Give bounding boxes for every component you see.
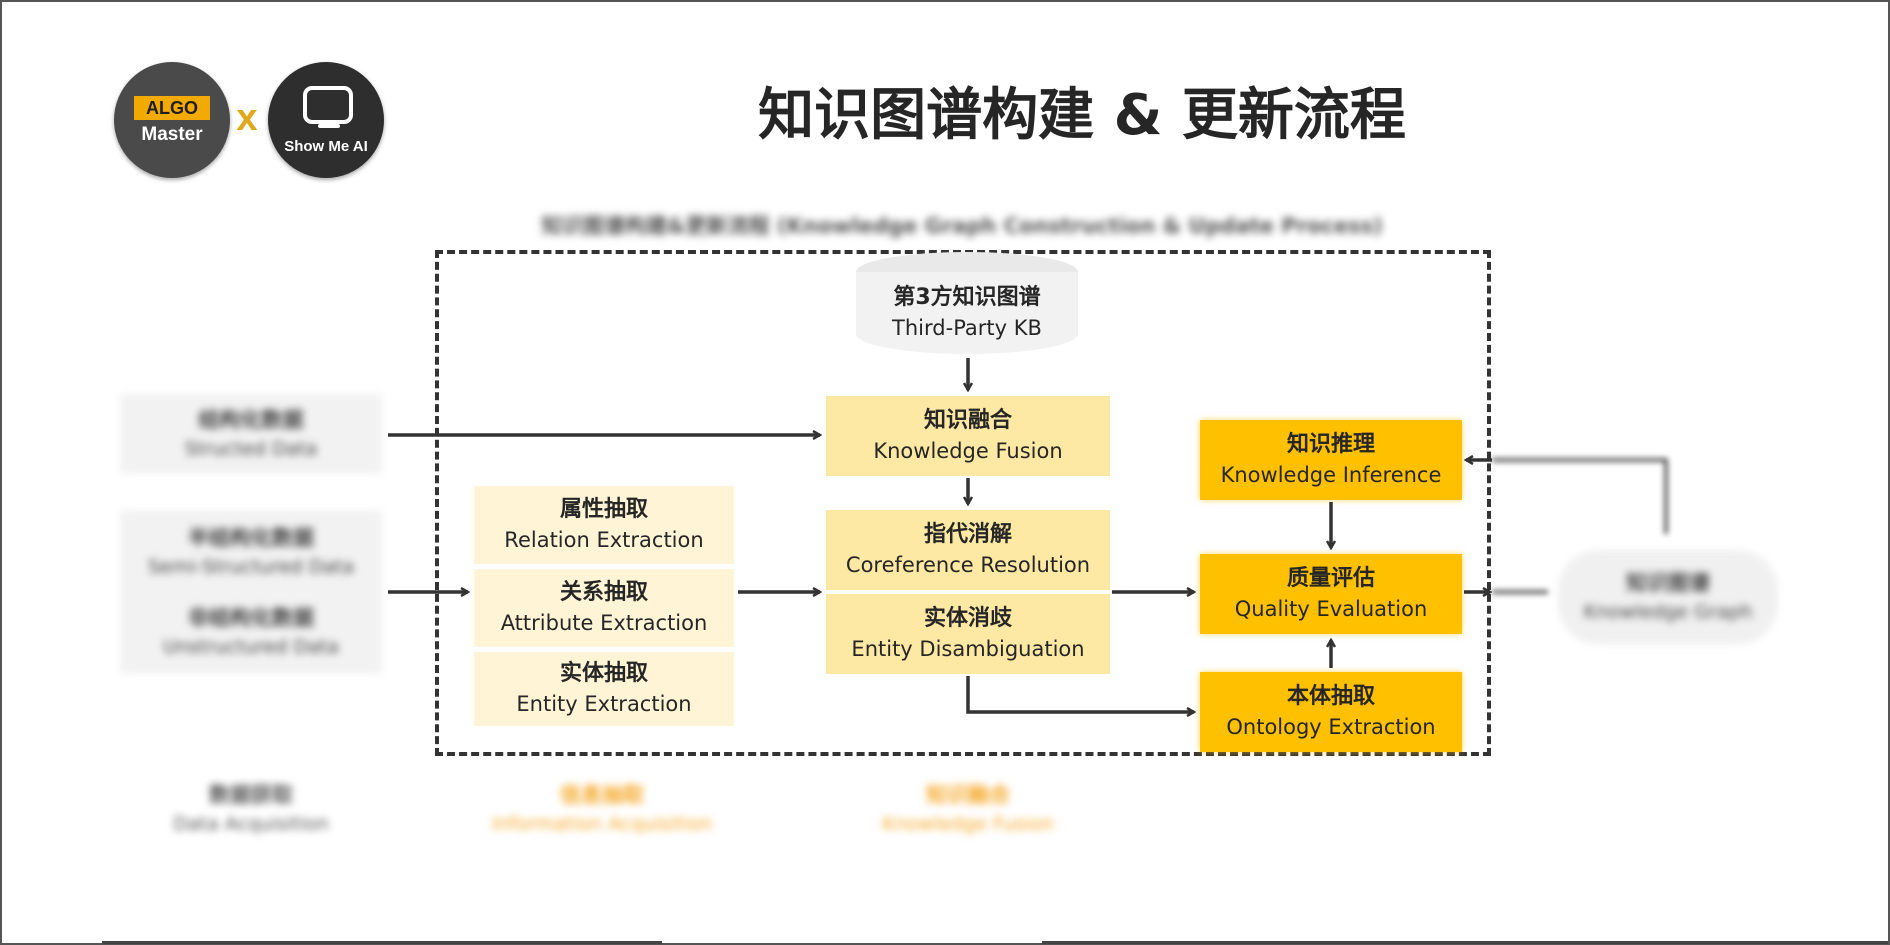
stage-knowledge-fusion: 知识融合 Knowledge Fusion (822, 780, 1114, 838)
monitor-icon (303, 86, 353, 124)
diagram-subtitle: 知识图谱构建&更新流程 (Knowledge Graph Constructio… (541, 214, 1383, 238)
stage-information-acquisition-en: Information Acquisition (491, 813, 713, 835)
third-party-kb-en: Third-Party KB (892, 316, 1042, 340)
knowledge-graph-node: 知识图谱 Knowledge Graph (1558, 550, 1778, 644)
stage-information-acquisition: 信息抽取 Information Acquisition (442, 780, 762, 838)
knowledge-fusion-cn: 知识融合 (923, 408, 1012, 433)
stage-information-acquisition-cn: 信息抽取 (560, 783, 644, 807)
structured-data-node: 结构化数据 Structed Data (120, 394, 382, 474)
entity-extraction-cn: 实体抽取 (559, 661, 648, 686)
quality-evaluation-cn: 质量评估 (1286, 566, 1375, 591)
semi-structured-data-cn: 半结构化数据 (188, 526, 314, 550)
arrow-disambiguation-to-ontology (966, 676, 1194, 712)
relation-extraction-en: Relation Extraction (504, 528, 704, 552)
ontology-extraction-en: Ontology Extraction (1226, 715, 1436, 739)
third-party-kb-cn: 第3方知识图谱 (893, 285, 1041, 310)
page-title: 知识图谱构建 & 更新流程 (758, 83, 1406, 148)
stage-knowledge-fusion-cn: 知识融合 (926, 783, 1010, 807)
entity-disambiguation-en: Entity Disambiguation (851, 637, 1085, 661)
show-me-ai-text: Show Me AI (284, 138, 368, 155)
algo-master-logo: ALGO Master (114, 62, 230, 178)
bottom-rule-left (102, 941, 662, 944)
relation-extraction-node: 属性抽取 Relation Extraction (474, 486, 734, 564)
attribute-extraction-cn: 关系抽取 (559, 580, 648, 605)
semi-unstructured-data-node: 半结构化数据 Semi-Structured Data 非结构化数据 Unstr… (120, 510, 382, 674)
coreference-resolution-node: 指代消解 Coreference Resolution (826, 510, 1110, 590)
monitor-stand-icon (318, 124, 340, 128)
semi-structured-data-en: Semi-Structured Data (147, 556, 355, 578)
knowledge-graph-en: Knowledge Graph (1583, 601, 1753, 623)
stage-knowledge-fusion-en: Knowledge Fusion (882, 813, 1054, 835)
unstructured-data-en: Unstructured Data (163, 636, 339, 658)
entity-disambiguation-node: 实体消歧 Entity Disambiguation (826, 594, 1110, 674)
quality-evaluation-node: 质量评估 Quality Evaluation (1200, 554, 1462, 634)
knowledge-fusion-en: Knowledge Fusion (873, 439, 1063, 463)
third-party-kb-node: 第3方知识图谱 Third-Party KB (856, 272, 1078, 354)
structured-data-cn: 结构化数据 (198, 408, 304, 432)
ontology-extraction-cn: 本体抽取 (1286, 684, 1375, 709)
knowledge-inference-node: 知识推理 Knowledge Inference (1200, 420, 1462, 500)
structured-data-en: Structed Data (184, 438, 318, 460)
relation-extraction-cn: 属性抽取 (559, 497, 648, 522)
stage-data-acquisition-cn: 数据获取 (209, 783, 293, 807)
ontology-extraction-node: 本体抽取 Ontology Extraction (1200, 672, 1462, 752)
quality-evaluation-en: Quality Evaluation (1234, 597, 1428, 621)
entity-disambiguation-cn: 实体消歧 (923, 606, 1012, 631)
bottom-rule-right (1042, 941, 1888, 944)
stage-data-acquisition: 数据获取 Data Acquisition (120, 780, 382, 838)
attribute-extraction-en: Attribute Extraction (500, 611, 708, 635)
entity-extraction-node: 实体抽取 Entity Extraction (474, 652, 734, 726)
stage-data-acquisition-en: Data Acquisition (173, 813, 329, 835)
algo-logo-tag: ALGO (134, 96, 210, 120)
entity-extraction-en: Entity Extraction (516, 692, 692, 716)
knowledge-fusion-node: 知识融合 Knowledge Fusion (826, 396, 1110, 476)
unstructured-data-cn: 非结构化数据 (188, 606, 314, 630)
knowledge-inference-cn: 知识推理 (1286, 432, 1375, 457)
knowledge-inference-en: Knowledge Inference (1220, 463, 1442, 487)
attribute-extraction-node: 关系抽取 Attribute Extraction (474, 569, 734, 647)
logo-separator: x (236, 97, 258, 139)
algo-logo-text: Master (141, 124, 203, 145)
show-me-ai-logo: Show Me AI (268, 62, 384, 178)
arrow-graph-feedback (1492, 458, 1668, 534)
knowledge-graph-cn: 知识图谱 (1626, 571, 1710, 595)
coreference-resolution-en: Coreference Resolution (845, 553, 1091, 577)
coreference-resolution-cn: 指代消解 (923, 522, 1012, 547)
blank-area (1204, 758, 1504, 878)
